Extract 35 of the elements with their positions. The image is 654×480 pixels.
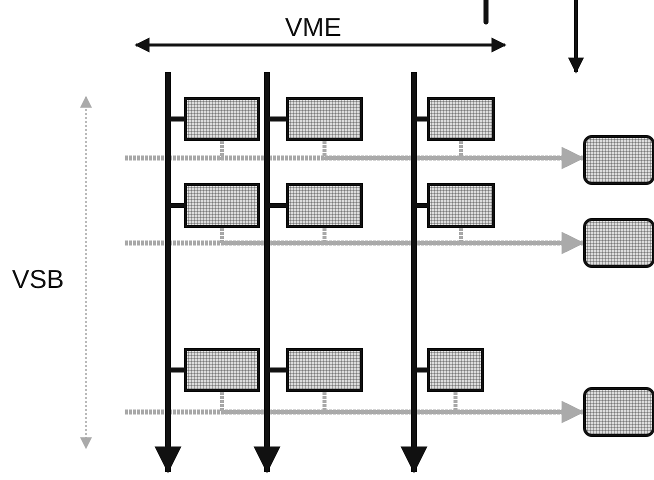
rounded-box	[583, 218, 654, 268]
bus-bar	[411, 72, 417, 422]
connector	[171, 368, 184, 372]
module-box	[184, 183, 260, 228]
connector	[270, 116, 286, 122]
connector	[125, 400, 584, 424]
connector	[270, 203, 286, 208]
module-box	[427, 97, 495, 141]
rounded-box	[583, 135, 654, 185]
connector	[417, 203, 427, 208]
connector	[125, 146, 584, 170]
module-box	[427, 183, 495, 228]
module-box	[427, 348, 484, 392]
connector	[254, 422, 280, 474]
connector	[454, 392, 584, 421]
module-box	[184, 97, 260, 141]
connector	[171, 203, 184, 208]
connector	[417, 116, 427, 122]
module-box	[286, 348, 363, 392]
connector	[171, 116, 184, 122]
bus-label: VSB	[12, 266, 64, 292]
connector	[154, 422, 182, 474]
connector	[125, 232, 584, 254]
bus-label: VME	[285, 14, 342, 40]
connector	[400, 422, 428, 474]
module-box	[184, 348, 260, 392]
bus-bar	[165, 72, 171, 422]
connector	[459, 141, 584, 167]
bus-bar	[264, 72, 270, 422]
rounded-box	[583, 387, 654, 437]
module-box	[286, 97, 363, 141]
module-box	[286, 183, 363, 228]
connector	[417, 368, 427, 372]
connector	[459, 228, 584, 252]
connector	[270, 368, 286, 372]
